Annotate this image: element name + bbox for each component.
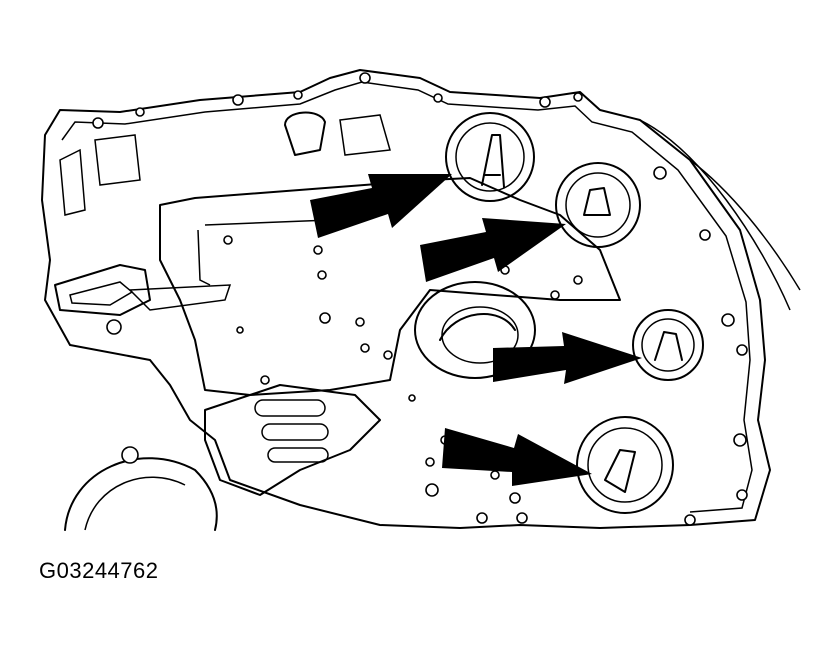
figure-id-label: G03244762: [39, 558, 159, 583]
callout-arrow-upper-right: [420, 218, 566, 282]
case-outline: [41, 69, 801, 529]
servo-bore-lower-right: [576, 416, 674, 514]
top-boss: [284, 111, 391, 156]
left-bracket: [54, 134, 151, 316]
servo-bore-middle-right: [632, 309, 704, 381]
lower-filter-block: [204, 384, 381, 496]
callout-arrows: [310, 174, 642, 486]
servo-bore-top: [445, 112, 535, 202]
callout-arrow-middle-right: [493, 332, 642, 384]
accumulator-bore: [414, 281, 536, 379]
callout-arrow-top: [310, 174, 452, 238]
servo-bore-upper-right: [555, 162, 641, 248]
bolt-holes: [92, 72, 748, 526]
lower-left-arc: [64, 457, 218, 531]
callout-arrow-lower-right: [442, 428, 592, 486]
